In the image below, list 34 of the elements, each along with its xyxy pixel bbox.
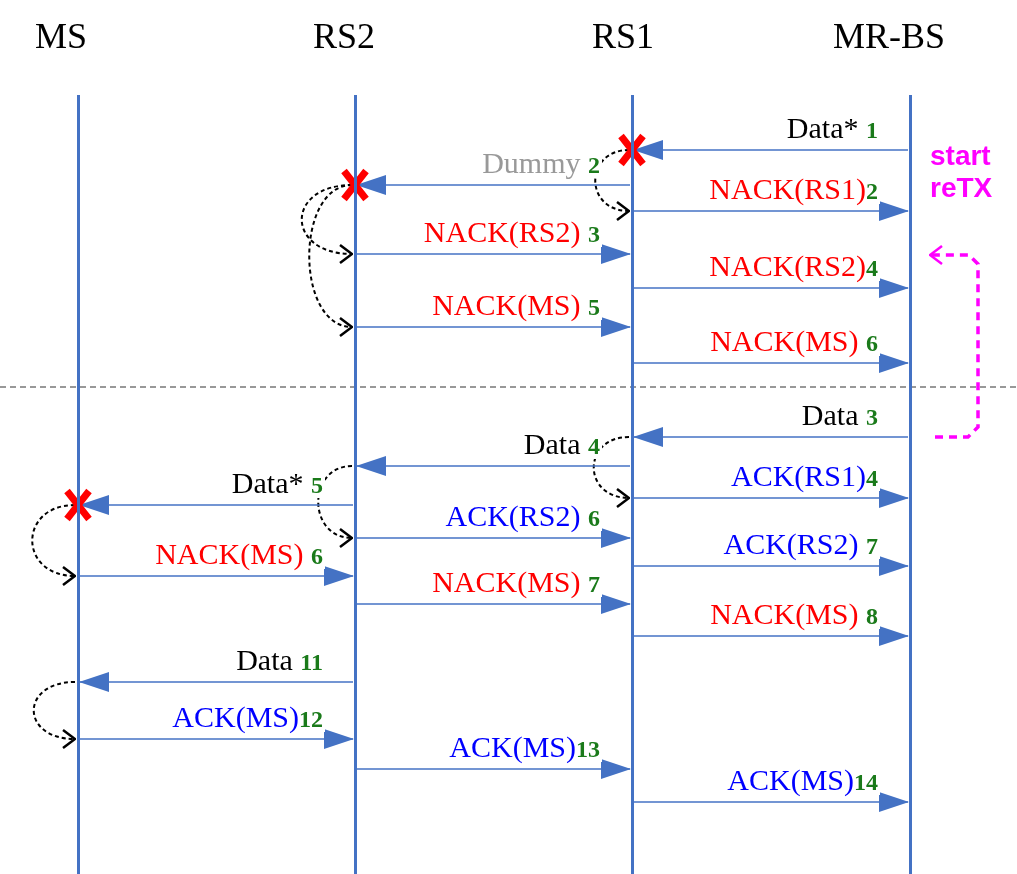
self-loop-arrow [317, 465, 354, 547]
lifeline-label: RS1 [592, 15, 655, 57]
message-arrow [633, 278, 909, 298]
self-loop-arrow [31, 504, 77, 585]
message-arrow [356, 317, 631, 337]
self-loop-arrow [32, 681, 77, 749]
lifeline-label: MR-BS [833, 15, 946, 57]
message-arrow [633, 427, 909, 447]
annotation-text: start reTX [930, 140, 1010, 265]
message-arrow [633, 488, 909, 508]
self-loop-arrow [594, 149, 631, 220]
lifeline-label: MS [35, 15, 88, 57]
message-arrow [633, 792, 909, 812]
message-arrow [79, 672, 354, 692]
message-arrow [633, 201, 909, 221]
message-arrow [79, 566, 354, 586]
message-arrow [356, 528, 631, 548]
message-arrow [633, 626, 909, 646]
self-loop-arrow [592, 436, 631, 507]
message-arrow [356, 594, 631, 614]
message-arrow [633, 353, 909, 373]
lifeline [908, 95, 912, 874]
retransmit-arrow [928, 244, 980, 439]
message-arrow [356, 244, 631, 264]
lifeline-label: RS2 [313, 15, 376, 57]
message-arrow [633, 556, 909, 576]
self-loop-arrow [308, 184, 354, 335]
message-arrow [356, 759, 631, 779]
message-arrow [356, 456, 631, 476]
message-arrow [79, 729, 354, 749]
lifeline [353, 95, 357, 874]
lifeline [630, 95, 634, 874]
lifeline [76, 95, 80, 874]
self-loop-arrow [300, 184, 354, 264]
